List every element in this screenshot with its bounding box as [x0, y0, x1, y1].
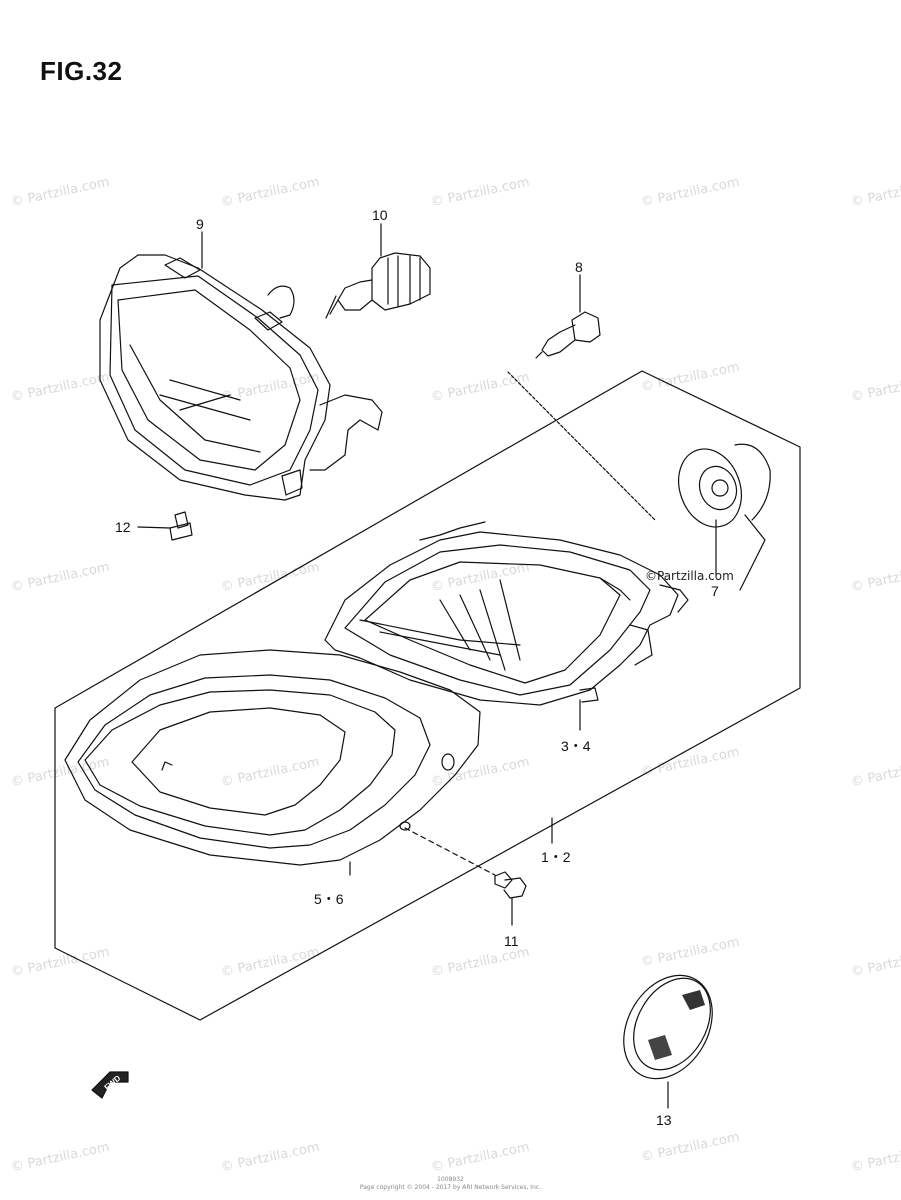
screw-part-12 — [137, 511, 193, 541]
leader-line — [507, 371, 656, 521]
headlight-lens-unit-part-9 — [99, 254, 383, 501]
headlight-rim-part-5-6 — [64, 649, 481, 876]
part-label-7: 7 — [711, 583, 719, 599]
clip-part-11 — [494, 871, 527, 926]
part-label-3-4: 3・4 — [561, 738, 591, 754]
leader-line — [404, 827, 496, 876]
headlight-housing-part-3-4 — [324, 521, 689, 731]
footer-code: 1008932 — [437, 1176, 464, 1183]
part-label-9: 9 — [196, 216, 204, 232]
small-bulb-part-8 — [535, 274, 601, 359]
assembly-outline — [54, 370, 801, 1021]
part-label-13: 13 — [656, 1112, 672, 1128]
part-label-12: 12 — [115, 519, 131, 535]
reflector-part-13 — [623, 974, 713, 1109]
part-label-1-2: 1・2 — [541, 849, 571, 865]
part-label-10: 10 — [372, 207, 388, 223]
socket-cover-part-7 — [678, 443, 771, 591]
part-label-8: 8 — [575, 259, 583, 275]
figure-title: FIG.32 — [40, 56, 123, 86]
part-label-11: 11 — [504, 933, 519, 949]
part-label-5-6: 5・6 — [314, 891, 344, 907]
fwd-arrow-icon — [91, 1071, 129, 1099]
bulb-socket-part-10 — [325, 252, 431, 319]
inline-watermark: ©Partzilla.com — [645, 569, 734, 583]
footer-copyright: Page copyright © 2004 - 2017 by ARI Netw… — [359, 1184, 542, 1191]
